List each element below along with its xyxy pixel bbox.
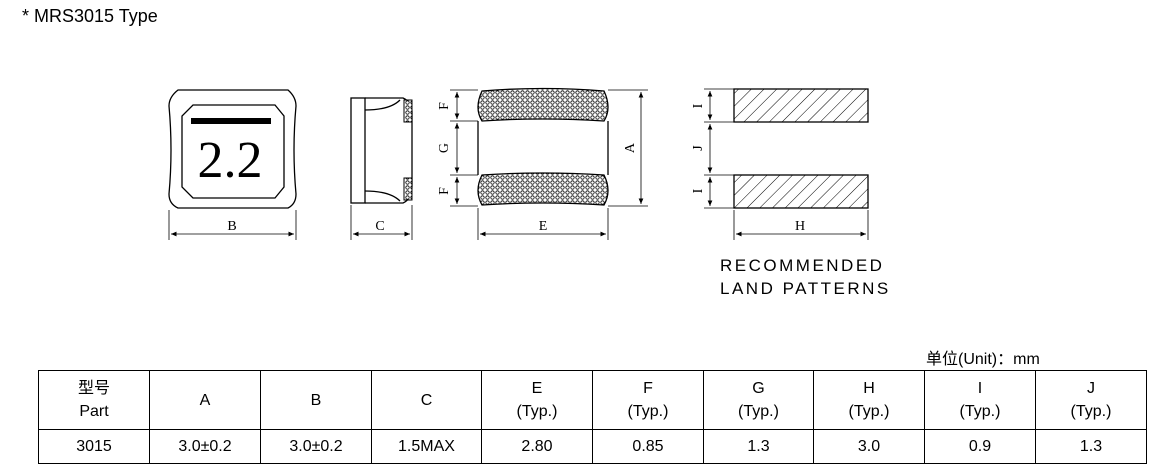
header-line: A [199, 391, 211, 409]
dim-label-f-bottom: F [437, 187, 452, 195]
header-subline: (Typ.) [1070, 403, 1112, 420]
land-pattern-caption: RECOMMENDED LAND PATTERNS [720, 254, 891, 300]
cell-a: 3.0±0.2 [149, 429, 261, 464]
header-line: E [531, 380, 543, 397]
header-cell-part: 型号 Part [38, 370, 150, 430]
dim-label-i-top: I [691, 103, 706, 108]
cell-f: 0.85 [592, 429, 704, 464]
header-line: G [752, 380, 765, 397]
dim-label-c: C [375, 219, 384, 234]
header-line: B [310, 391, 322, 409]
dim-label-f-top: F [437, 102, 452, 110]
land-caption-line-1: RECOMMENDED [720, 256, 885, 275]
cell-e: 2.80 [481, 429, 593, 464]
header-cell-g: G (Typ.) [703, 370, 814, 430]
header-subline: (Typ.) [848, 403, 890, 420]
inductance-marking: 2.2 [198, 132, 263, 189]
bottom-view [477, 87, 609, 206]
header-cell-b: B [260, 370, 372, 430]
land-caption-line-2: LAND PATTERNS [720, 279, 891, 298]
header-subline: (Typ.) [959, 403, 1001, 420]
top-view [168, 89, 297, 209]
top-view-outer-body [168, 89, 297, 209]
header-subline: (Typ.) [516, 403, 558, 420]
header-line: I [977, 380, 983, 397]
unit-note: 单位(Unit)：mm [926, 351, 1040, 368]
header-subline: Part [79, 403, 109, 420]
header-line: 型号 [77, 380, 110, 397]
table-row: 3015 3.0±0.2 3.0±0.2 1.5MAX 2.80 0.85 1.… [38, 429, 1147, 464]
header-subline: (Typ.) [738, 403, 779, 420]
cell-i: 0.9 [924, 429, 1036, 464]
header-cell-j: J (Typ.) [1035, 370, 1147, 430]
land-pad-top [733, 88, 869, 123]
table-header-row: 型号 Part A B C E (Typ.) F (Typ.) G (Typ.) H (T… [38, 370, 1147, 430]
cell-g: 1.3 [703, 429, 814, 464]
header-cell-h: H (Typ.) [813, 370, 925, 430]
cell-h: 3.0 [813, 429, 925, 464]
header-line: C [420, 391, 433, 409]
land-pad-bottom [733, 174, 869, 209]
dim-label-b: B [227, 219, 236, 234]
header-line: F [643, 380, 653, 397]
marking-bar [191, 118, 271, 124]
cell-b: 3.0±0.2 [260, 429, 372, 464]
land-pattern [733, 88, 869, 209]
dim-label-e: E [539, 219, 548, 234]
dimension-drawing: 2.2 B C [168, 87, 869, 240]
header-cell-f: F (Typ.) [592, 370, 704, 430]
header-subline: (Typ.) [627, 403, 669, 420]
header-cell-i: I (Typ.) [924, 370, 1036, 430]
header-cell-a: A [149, 370, 261, 430]
cell-part: 3015 [38, 429, 150, 464]
electrode-bottom [477, 172, 609, 206]
cell-c: 1.5MAX [371, 429, 482, 464]
dim-label-g: G [437, 143, 452, 153]
electrode-top [477, 87, 609, 122]
dim-label-j: J [691, 145, 706, 151]
page-title: * MRS3015 Type [22, 6, 158, 26]
side-view [350, 97, 413, 204]
dim-label-a: A [623, 142, 638, 153]
spec-table: 型号 Part A B C E (Typ.) F (Typ.) G (Typ.) H (T… [38, 370, 1147, 464]
top-view-inner-core [181, 104, 285, 199]
cell-j: 1.3 [1035, 429, 1147, 464]
header-line: J [1087, 380, 1095, 397]
dim-label-i-bottom: I [691, 188, 706, 193]
header-line: H [863, 380, 875, 397]
dim-label-h: H [795, 219, 805, 234]
header-cell-e: E (Typ.) [481, 370, 593, 430]
header-cell-c: C [371, 370, 482, 430]
